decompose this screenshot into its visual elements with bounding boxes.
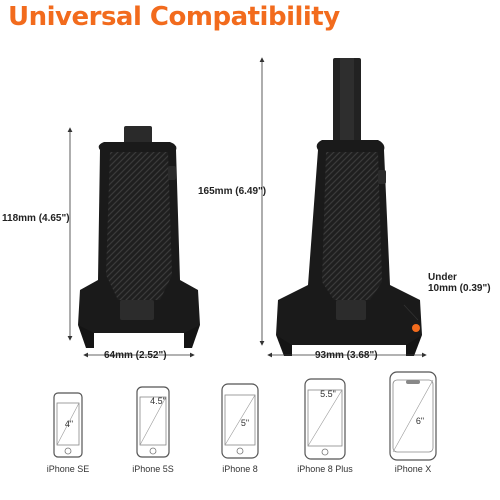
depth-callout	[403, 304, 420, 332]
phone-size-label: 4"	[65, 419, 73, 429]
large-phone-holder	[276, 58, 422, 356]
phone-icon-iphone-x: 6"	[389, 371, 437, 461]
phone-size-label: 5"	[241, 418, 249, 428]
phone-size-label: 4.5"	[150, 396, 166, 406]
phone-icon-iphone-5s: 4.5"	[136, 386, 170, 458]
phone-name-iphone-se: iPhone SE	[46, 464, 90, 474]
phone-name-iphone-8: iPhone 8	[222, 464, 258, 474]
small-width-label: 64mm (2.52")	[104, 350, 167, 361]
phone-icon-iphone-8-plus: 5.5"	[304, 378, 346, 460]
phone-size-label: 5.5"	[320, 389, 336, 399]
phone-size-label: 6"	[416, 416, 424, 426]
phone-name-iphone-5s: iPhone 5S	[132, 464, 174, 474]
small-phone-holder	[78, 126, 200, 348]
page-title: Universal Compatibility	[8, 2, 340, 32]
phone-name-iphone-8-plus: iPhone 8 Plus	[297, 464, 353, 474]
depth-label: Under 10mm (0.39")	[428, 272, 491, 294]
phone-icon-iphone-se: 4"	[53, 392, 83, 458]
phone-icon-iphone-8: 5"	[221, 383, 259, 459]
large-height-label: 165mm (6.49")	[198, 186, 267, 197]
large-width-label: 93mm (3.68")	[315, 350, 378, 361]
small-height-label: 118mm (4.65")	[2, 213, 70, 224]
depth-label-line1: Under	[428, 272, 457, 283]
depth-label-line2: 10mm (0.39")	[428, 283, 491, 294]
phone-name-iphone-x: iPhone X	[394, 464, 432, 474]
